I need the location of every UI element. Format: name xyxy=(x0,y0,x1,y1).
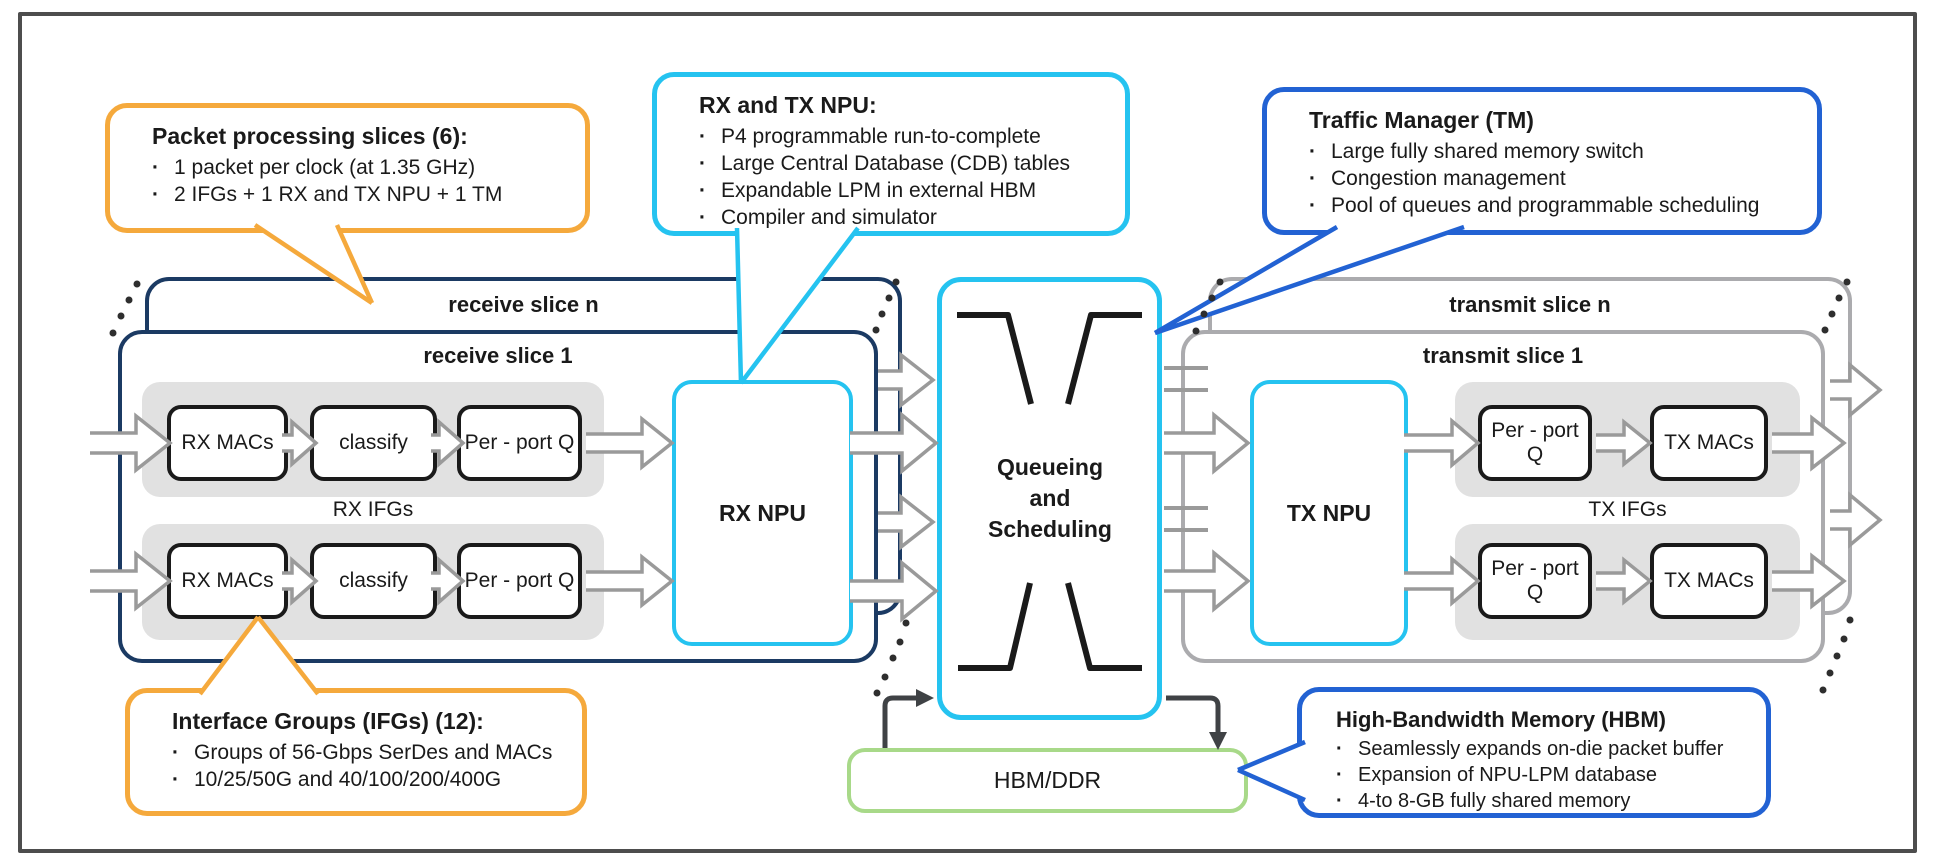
per-port-q-box-tx-1: Per - port Q xyxy=(1478,405,1592,481)
classify-box-1: classify xyxy=(310,405,437,481)
bullet-icon: · xyxy=(172,740,179,764)
callout-hbm-list: ·Seamlessly expands on-die packet buffer… xyxy=(1336,738,1724,813)
tx-macs-box-1: TX MACs xyxy=(1650,405,1768,481)
callout-packet-slices-list: ·1 packet per clock (at 1.35 GHz) ·2 IFG… xyxy=(152,155,503,206)
rx-npu-box: RX NPU xyxy=(672,380,853,646)
callout-hbm-title: High-Bandwidth Memory (HBM) xyxy=(1336,707,1666,732)
callout-interface-groups-list: ·Groups of 56-Gbps SerDes and MACs ·10/2… xyxy=(172,740,553,791)
callout-rx-tx-npu-list: ·P4 programmable run-to-complete ·Large … xyxy=(699,124,1071,229)
classify-box-2: classify xyxy=(310,543,437,619)
callout-interface-groups: Interface Groups (IFGs) (12): ·Groups of… xyxy=(125,688,587,816)
bullet-icon: · xyxy=(699,205,706,229)
callout-hbm: High-Bandwidth Memory (HBM) ·Seamlessly … xyxy=(1297,687,1771,818)
rx-macs-box-2: RX MACs xyxy=(167,543,288,619)
tx-npu-box: TX NPU xyxy=(1250,380,1408,646)
callout-packet-slices: Packet processing slices (6): ·1 packet … xyxy=(105,103,590,233)
bullet-icon: · xyxy=(699,124,706,148)
receive-slice-1-label: receive slice 1 xyxy=(423,343,573,368)
bullet-icon: · xyxy=(1309,166,1316,190)
outer-frame xyxy=(18,12,1917,853)
callout-rx-tx-npu-title: RX and TX NPU: xyxy=(699,92,877,118)
hbm-ddr-box: HBM/DDR xyxy=(847,748,1248,813)
per-port-q-box-rx-1: Per - port Q xyxy=(457,405,582,481)
callout-interface-groups-title: Interface Groups (IFGs) (12): xyxy=(172,708,484,734)
bullet-icon: · xyxy=(1336,790,1343,813)
callout-traffic-manager: Traffic Manager (TM) ·Large fully shared… xyxy=(1262,87,1822,235)
receive-slice-n-label: receive slice n xyxy=(448,292,599,317)
callout-packet-slices-title: Packet processing slices (6): xyxy=(152,123,468,149)
bullet-icon: · xyxy=(1336,764,1343,787)
tx-ifgs-label: TX IFGs xyxy=(1588,498,1667,521)
bullet-icon: · xyxy=(699,151,706,175)
per-port-q-box-tx-2: Per - port Q xyxy=(1478,543,1592,619)
per-port-q-box-rx-2: Per - port Q xyxy=(457,543,582,619)
bullet-icon: · xyxy=(152,182,159,206)
tx-macs-box-2: TX MACs xyxy=(1650,543,1768,619)
callout-traffic-manager-list: ·Large fully shared memory switch ·Conge… xyxy=(1309,139,1760,217)
bullet-icon: · xyxy=(699,178,706,202)
bullet-icon: · xyxy=(1336,738,1343,761)
queueing-scheduling-label: Queueing and Scheduling xyxy=(988,454,1112,543)
bullet-icon: · xyxy=(152,155,159,179)
callout-rx-tx-npu: RX and TX NPU: ·P4 programmable run-to-c… xyxy=(652,72,1130,236)
bullet-icon: · xyxy=(172,767,179,791)
bullet-icon: · xyxy=(1309,193,1316,217)
rx-macs-box-1: RX MACs xyxy=(167,405,288,481)
callout-traffic-manager-title: Traffic Manager (TM) xyxy=(1309,107,1534,133)
transmit-slice-1-label: transmit slice 1 xyxy=(1422,343,1584,368)
rx-ifgs-label: RX IFGs xyxy=(332,498,414,521)
bullet-icon: · xyxy=(1309,139,1316,163)
transmit-slice-n-label: transmit slice n xyxy=(1449,292,1611,317)
